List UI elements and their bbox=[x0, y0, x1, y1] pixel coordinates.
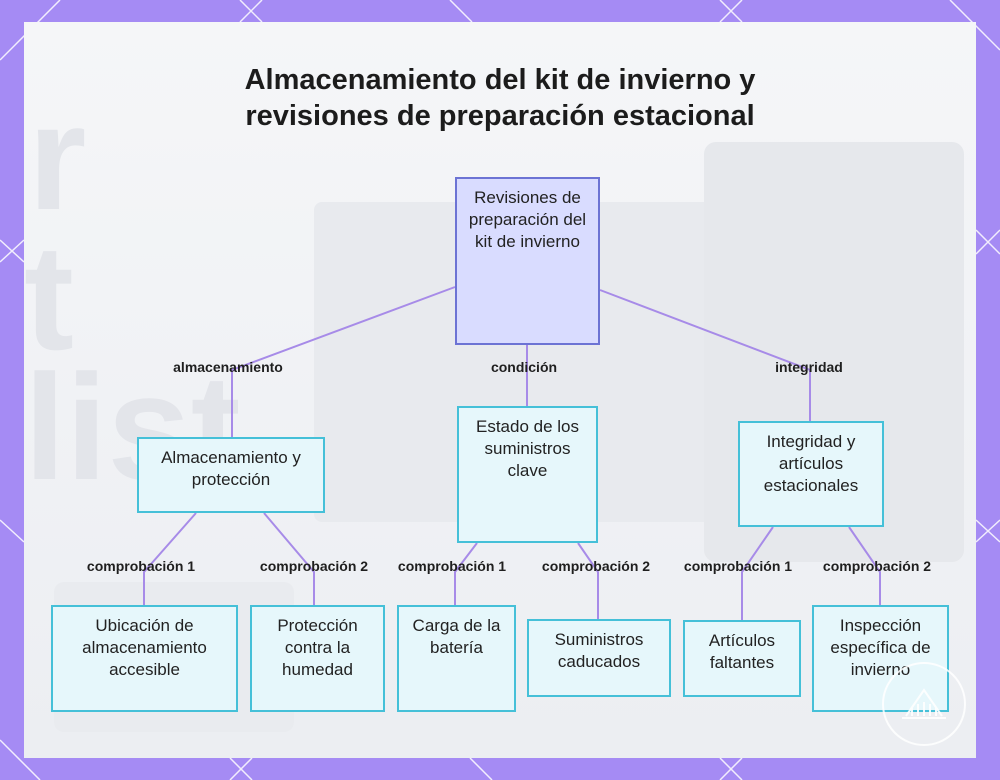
root-node: Revisiones de preparación del kit de inv… bbox=[455, 177, 600, 345]
condition-check2-label: Suministros caducados bbox=[554, 630, 644, 671]
condition-node: Estado de los suministros clave bbox=[457, 406, 598, 543]
edge-label-condition: condición bbox=[490, 359, 558, 375]
integrity-node-label: Integridad y artículos estacionales bbox=[763, 432, 859, 495]
condition-node-label: Estado de los suministros clave bbox=[475, 417, 579, 480]
edge-root-integrity bbox=[599, 289, 811, 421]
edge-condition-c2 bbox=[577, 542, 599, 619]
background-decoration: t bbox=[24, 213, 74, 381]
edge-integrity-c1 bbox=[741, 526, 774, 620]
integrity-check1-node: Artículos faltantes bbox=[683, 620, 801, 697]
edge-label-integrity-c2: comprobación 2 bbox=[822, 558, 932, 574]
edge-label-condition-c1: comprobación 1 bbox=[397, 558, 507, 574]
edge-condition-c1 bbox=[454, 542, 478, 605]
watermark-icon bbox=[902, 688, 946, 719]
edge-root-storage bbox=[231, 286, 456, 437]
diagram-title-line-2: revisiones de preparación estacional bbox=[245, 100, 755, 132]
storage-check2-node: Protección contra la humedad bbox=[250, 605, 385, 712]
edge-label-condition-c2: comprobación 2 bbox=[541, 558, 651, 574]
edge-label-storage-c1: comprobación 1 bbox=[86, 558, 196, 574]
background-decoration: r bbox=[28, 73, 87, 241]
diagram-title: Almacenamiento del kit de invierno y rev… bbox=[0, 62, 1000, 134]
watermark-badge bbox=[882, 662, 966, 746]
condition-check2-node: Suministros caducados bbox=[527, 619, 671, 697]
edge-integrity-c2 bbox=[848, 526, 881, 605]
condition-check1-label: Carga de la batería bbox=[412, 616, 501, 657]
root-node-label: Revisiones de preparación del kit de inv… bbox=[468, 188, 587, 251]
edge-label-storage: almacenamiento bbox=[173, 359, 283, 375]
edge-storage-c1 bbox=[143, 512, 197, 605]
storage-check2-label: Protección contra la humedad bbox=[277, 616, 358, 679]
condition-check1-node: Carga de la batería bbox=[397, 605, 516, 712]
storage-node-label: Almacenamiento y protección bbox=[161, 448, 301, 489]
storage-node: Almacenamiento y protección bbox=[137, 437, 325, 513]
storage-check1-node: Ubicación de almacenamiento accesible bbox=[51, 605, 238, 712]
edge-storage-c2 bbox=[263, 512, 315, 605]
edge-label-integrity: integridad bbox=[775, 359, 843, 375]
diagram-title-line-1: Almacenamiento del kit de invierno y bbox=[244, 64, 756, 96]
storage-check1-label: Ubicación de almacenamiento accesible bbox=[82, 616, 207, 679]
integrity-node: Integridad y artículos estacionales bbox=[738, 421, 884, 527]
integrity-check1-label: Artículos faltantes bbox=[708, 631, 776, 672]
edge-label-storage-c2: comprobación 2 bbox=[259, 558, 369, 574]
edge-label-integrity-c1: comprobación 1 bbox=[683, 558, 793, 574]
